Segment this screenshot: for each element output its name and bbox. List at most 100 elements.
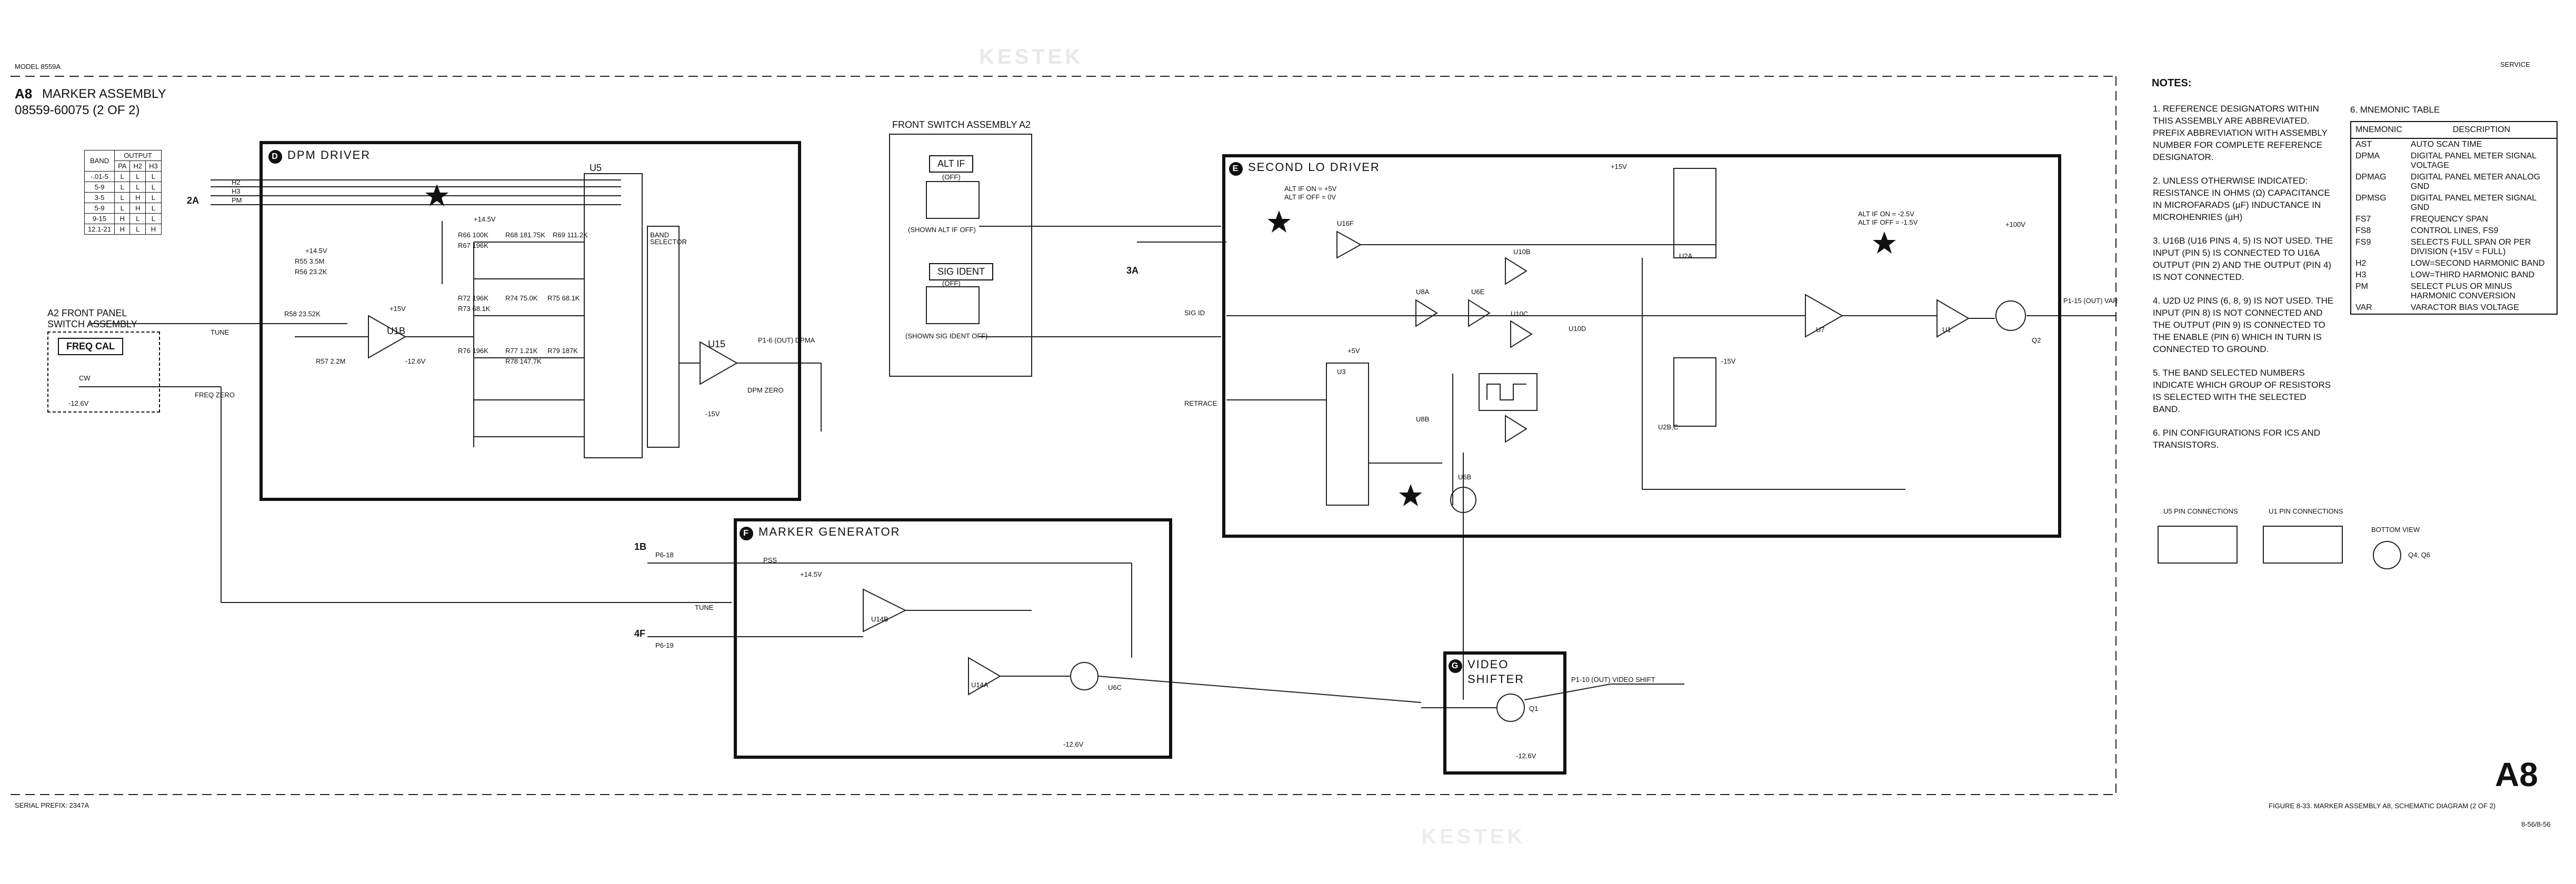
alt-bias-on: ALT IF ON = -2.5V [1858, 210, 1914, 218]
description-header: DESCRIPTION [2406, 122, 2557, 139]
dpm-resistor: R72 196K [458, 294, 488, 302]
dpm-resistor: R74 75.0K [505, 294, 538, 302]
dpm-resistor: R77 1.21K [505, 347, 538, 355]
note-item: 5. THE BAND SELECTED NUMBERS INDICATE WH… [2153, 368, 2331, 414]
dpm-resistor: R68 181.75K [505, 231, 545, 239]
ic-label: U16F [1337, 219, 1354, 227]
ic-label: U2B,C [1658, 423, 1679, 431]
notes-title: NOTES: [2152, 77, 2192, 89]
video-shifter-block [1443, 651, 1566, 775]
mg-tune-label: TUNE [695, 604, 714, 611]
ic-label: U2A [1679, 252, 1693, 260]
notes-list: 1. REFERENCE DESIGNATORS WITHIN THIS ASS… [2153, 103, 2334, 463]
sig-ident-label: SIG IDENT [929, 263, 994, 280]
u5-label: U5 [590, 163, 602, 173]
dpm-resistor: R57 2.2M [316, 357, 346, 365]
dpm-supply: +15V [390, 305, 406, 313]
tune-label: TUNE [211, 328, 229, 336]
pin-caption: BOTTOM VIEW [2371, 526, 2420, 534]
alt-if-caption: (SHOWN ALT IF OFF) [908, 226, 976, 234]
connector-4f: 4F [634, 628, 646, 639]
pin-caption: U1 PIN CONNECTIONS [2269, 507, 2343, 515]
footer-assembly-id: A8 [2495, 756, 2538, 793]
front-panel-subtitle: SWITCH ASSEMBLY [47, 319, 137, 329]
ic-label: U8B [1416, 415, 1430, 423]
video-shifter-title-2: SHIFTER [1467, 672, 1525, 686]
dpm-out-label: P1-6 (OUT) DPMA [758, 336, 815, 344]
p6-19-label: P6-19 [655, 641, 674, 649]
assembly-name: MARKER ASSEMBLY [42, 87, 166, 101]
ic-label: U14A [971, 681, 989, 689]
freq-zero-label: FREQ ZERO [195, 391, 235, 399]
sub-header: H2 [129, 160, 146, 172]
page-ref: 8-56/8-56 [2521, 820, 2551, 828]
alt-if-label: ALT IF [929, 155, 974, 173]
dpm-resistor: R76 196K [458, 347, 488, 355]
sig-ident-caption: (SHOWN SIG IDENT OFF) [905, 332, 988, 340]
dpm-supply: -15V [705, 410, 720, 418]
q1-label: Q1 [1529, 705, 1539, 712]
mnemonic-title: 6. MNEMONIC TABLE [2350, 105, 2440, 115]
part-number: 08559-60075 (2 OF 2) [15, 103, 140, 117]
dpm-resistor: R58 23.52K [284, 310, 321, 318]
ic-label: U10D [1569, 325, 1586, 333]
second-lo-driver-block [1222, 154, 2061, 538]
mg-supply-pos: +14.5V [800, 570, 822, 578]
bus-label-h2: H2 [232, 178, 241, 186]
front-panel-supply: -12.6V [68, 399, 89, 407]
service-label: SERVICE [2500, 61, 2530, 68]
sig-ident-off: (OFF) [942, 279, 961, 287]
dpm-resistor: R78 147.7K [505, 357, 542, 365]
sub-header: PA [114, 160, 131, 172]
lo-supply: -15V [1721, 357, 1736, 365]
connector-1b: 1B [634, 541, 647, 552]
dpm-driver-block [259, 141, 801, 501]
assembly-id: A8 [15, 86, 33, 102]
retrace-label: RETRACE [1184, 399, 1217, 407]
ic-label: U6C [1108, 684, 1122, 691]
mg-supply-neg: -12.6V [1063, 740, 1084, 748]
bus-label-pm: PM [232, 196, 242, 204]
watermark-bottom: KESTEK [1421, 825, 1526, 848]
dpm-supply: +14.5V [305, 247, 327, 255]
dpm-supply: -12.6V [405, 357, 426, 365]
ic-label: U6E [1471, 288, 1485, 296]
watermark: KESTEK [979, 45, 1084, 68]
u15-label: U15 [708, 339, 726, 349]
lo-supply: +5V [1347, 347, 1360, 355]
alt-bias-off: ALT IF OFF = -1.5V [1858, 218, 1918, 226]
dpm-resistor: R66 100K [458, 231, 488, 239]
dpm-resistor: R73 68.1K [458, 305, 491, 313]
figure-caption: FIGURE 8-33. MARKER ASSEMBLY A8, SCHEMAT… [2269, 802, 2496, 810]
ic-label: U8A [1416, 288, 1430, 296]
ic-label: U14B [871, 615, 888, 623]
freq-cal-label: FREQ CAL [58, 338, 123, 355]
video-out-label: P1-10 (OUT) VIDEO SHIFT [1571, 676, 1655, 684]
connector-2a: 2A [187, 195, 199, 206]
note-item: 4. U2D U2 PINS (6, 8, 9) IS NOT USED. TH… [2153, 296, 2334, 354]
cw-label: CW [79, 374, 91, 382]
var-out-label: P1-15 (OUT) VAR [2063, 297, 2118, 305]
ic-label: U3 [1337, 368, 1346, 376]
sig-id-label: SIG ID [1184, 309, 1205, 317]
alt-if-on-note: ALT IF ON = +5V [1284, 185, 1337, 193]
dpm-resistor: R56 23.2K [295, 268, 327, 276]
ic-label: Q2 [2032, 336, 2041, 344]
connector-3a: 3A [1126, 265, 1139, 276]
bus-label-h3: H3 [232, 187, 241, 195]
